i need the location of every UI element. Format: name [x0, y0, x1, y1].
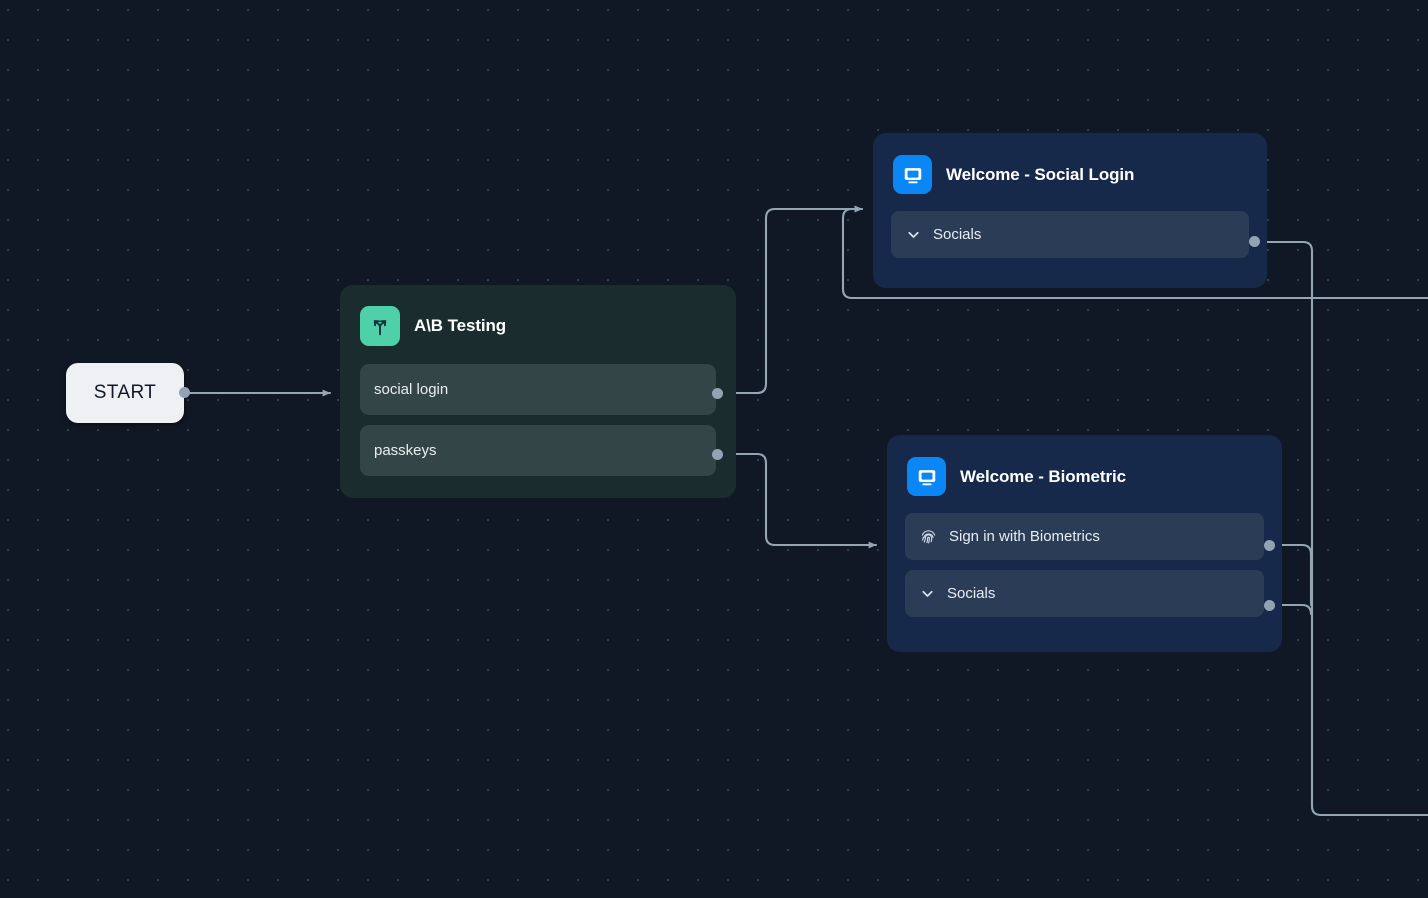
handle-biometrics-source[interactable] [1264, 540, 1275, 551]
handle-socials-source[interactable] [1249, 236, 1260, 247]
ab-row-passkeys-label: passkeys [374, 442, 437, 459]
row-socials-label: Socials [933, 226, 982, 243]
handle-start-source[interactable] [179, 387, 190, 398]
branch-split-icon [360, 306, 400, 346]
node-welcome-biometric[interactable]: Welcome - Biometric Sign in with Biometr… [887, 435, 1282, 652]
handle-ab-passkeys-source[interactable] [712, 449, 723, 460]
welcome-biometric-header: Welcome - Biometric [887, 435, 1282, 496]
node-ab-testing[interactable]: A\B Testing social login passkeys [340, 285, 736, 498]
ab-row-passkeys[interactable]: passkeys [360, 425, 716, 476]
fingerprint-icon [919, 527, 938, 546]
ab-row-social-login-label: social login [374, 381, 449, 398]
node-start[interactable]: START [66, 363, 190, 423]
chevron-down-icon [919, 585, 936, 602]
handle-ab-social-login-source[interactable] [712, 388, 723, 399]
welcome-biometric-title: Welcome - Biometric [960, 466, 1126, 486]
welcome-biometric-rows: Sign in with Biometrics Socials [887, 496, 1282, 617]
start-label: START [93, 382, 157, 403]
row-sign-in-with-biometrics-label: Sign in with Biometrics [949, 528, 1100, 545]
monitor-icon [907, 457, 946, 496]
handle-biometric-socials-source[interactable] [1264, 600, 1275, 611]
monitor-icon [893, 155, 932, 194]
welcome-social-login-title: Welcome - Social Login [946, 164, 1135, 184]
row-sign-in-with-biometrics[interactable]: Sign in with Biometrics [905, 513, 1264, 560]
edge-passkeys-to-welcome-biometric [722, 452, 878, 549]
ab-testing-header: A\B Testing [340, 285, 736, 346]
row-socials[interactable]: Socials [905, 570, 1264, 617]
row-socials-label: Socials [947, 585, 996, 602]
ab-testing-title: A\B Testing [414, 316, 507, 335]
welcome-social-login-rows: Socials [873, 194, 1267, 258]
row-socials[interactable]: Socials [891, 211, 1249, 258]
node-welcome-social-login[interactable]: Welcome - Social Login Socials [873, 133, 1267, 288]
ab-row-social-login[interactable]: social login [360, 364, 716, 415]
welcome-social-login-header: Welcome - Social Login [873, 133, 1267, 194]
chevron-down-icon [905, 226, 922, 243]
edge-social-login-to-welcome-social [722, 205, 864, 395]
ab-testing-rows: social login passkeys [340, 346, 736, 476]
